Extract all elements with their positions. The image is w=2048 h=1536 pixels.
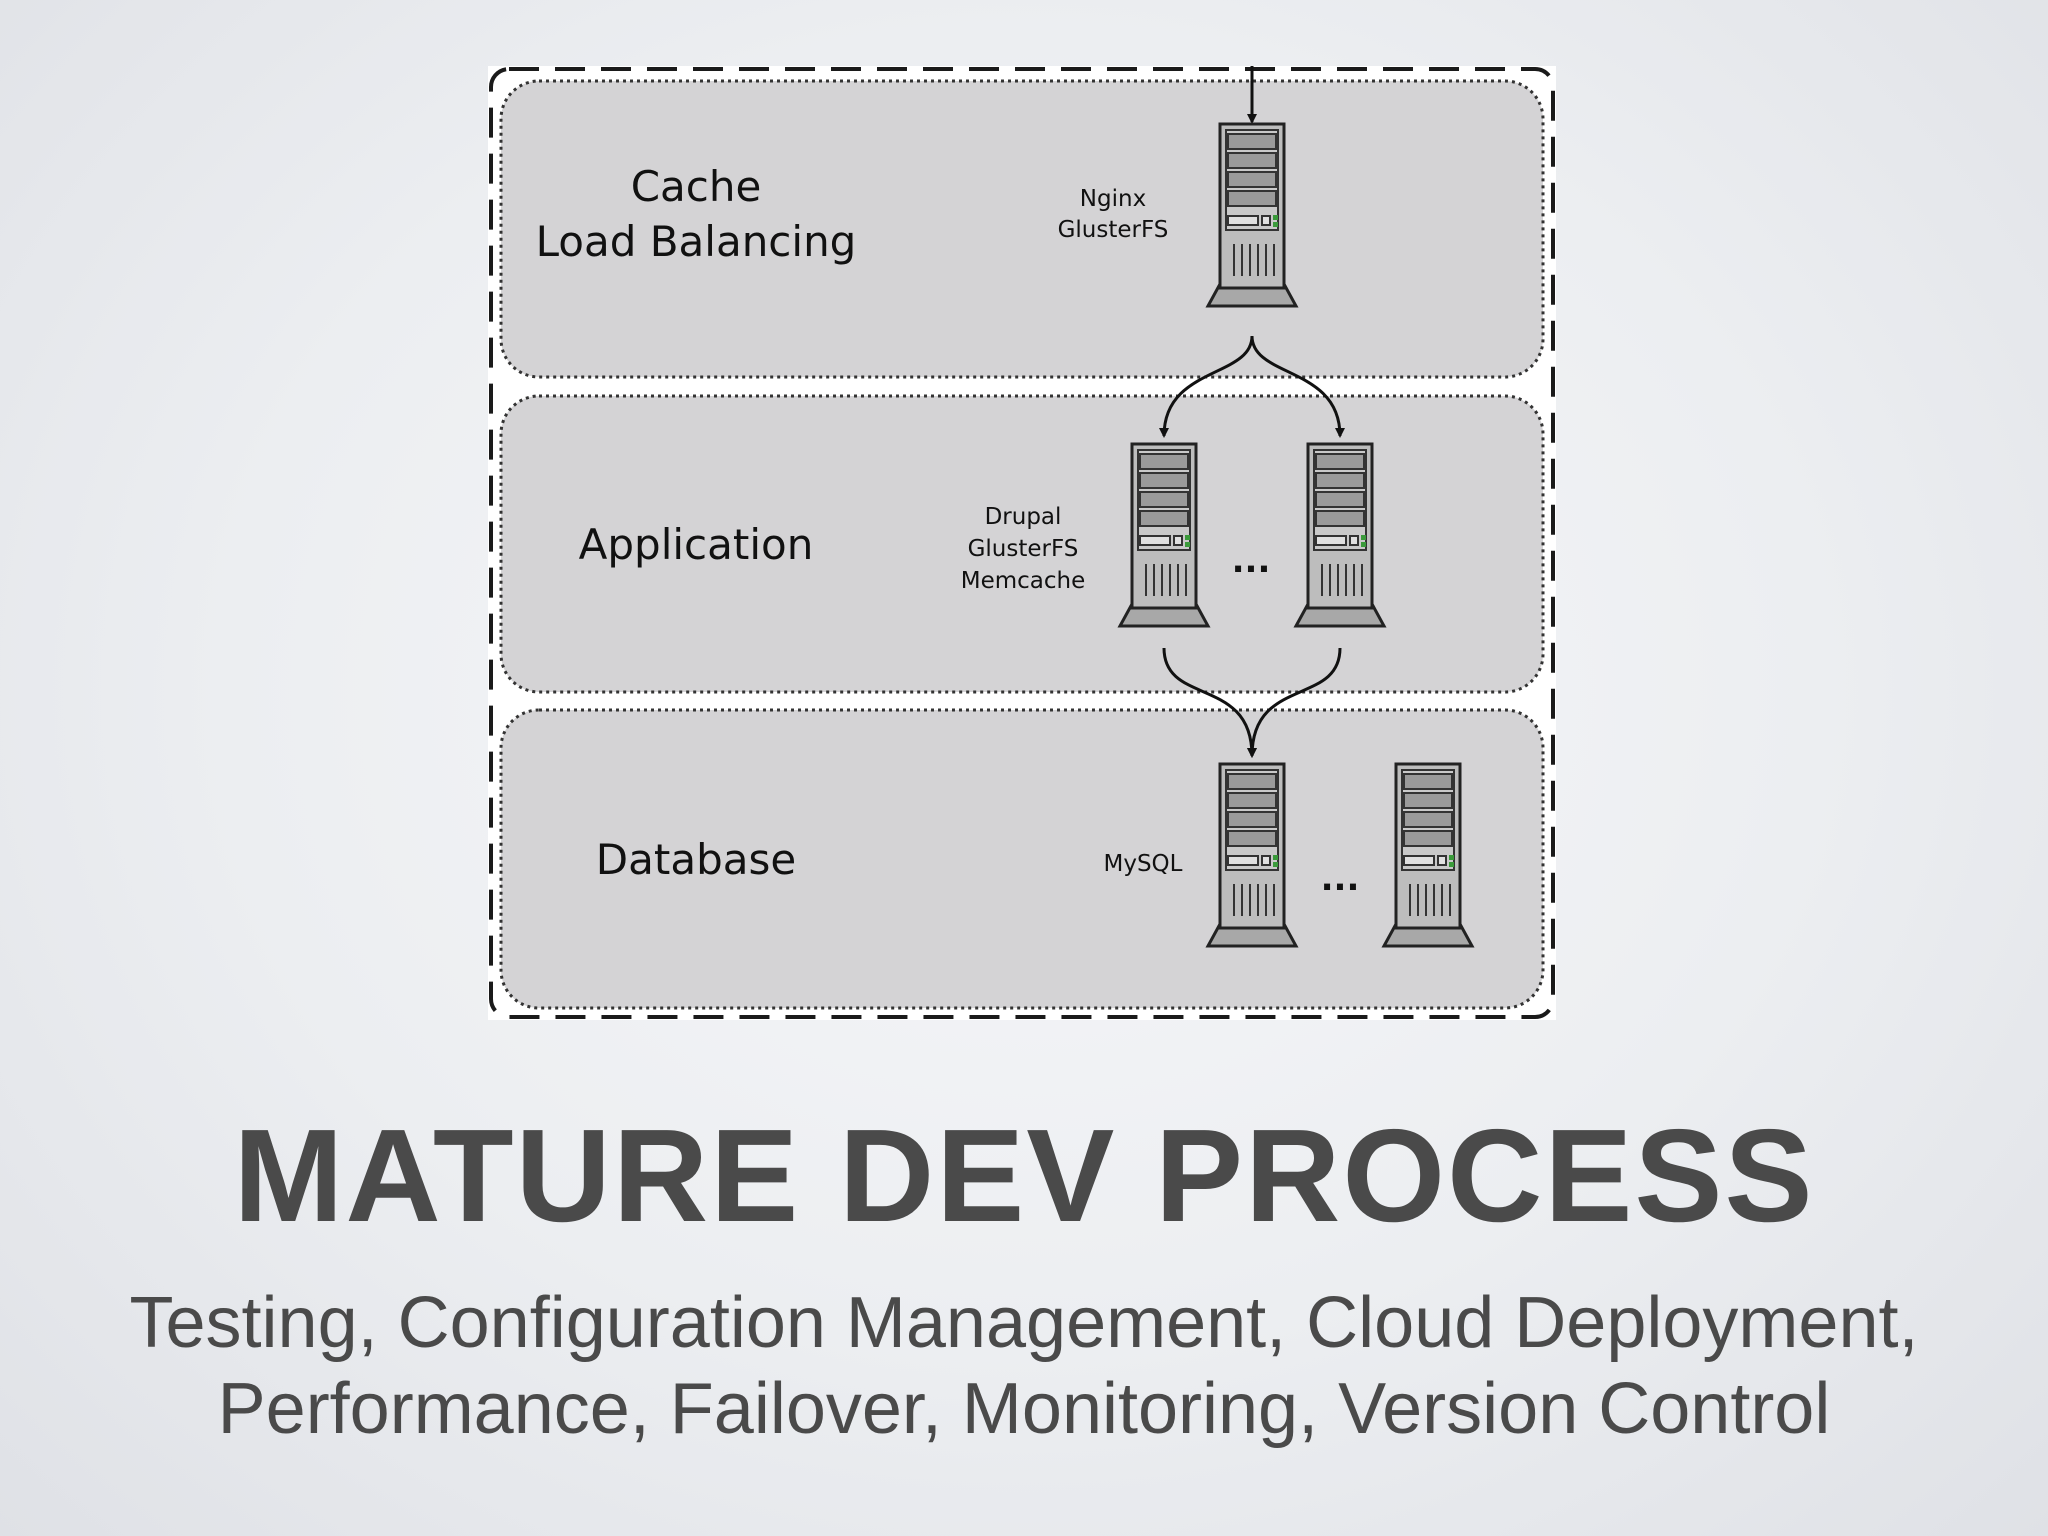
subtitle-line-1: Testing, Configuration Management, Cloud… xyxy=(129,1283,1919,1363)
tier-label-load-balancing: Load Balancing xyxy=(536,217,857,266)
subtitle-line-2: Performance, Failover, Monitoring, Versi… xyxy=(217,1369,1831,1449)
db-servers-ellipsis: ... xyxy=(1321,859,1360,899)
arrow-app1-to-db xyxy=(1162,647,1257,758)
server-mysql-1-icon xyxy=(1206,762,1298,948)
slide-title: MATURE DEV PROCESS xyxy=(233,1102,1815,1249)
tier-panel-application xyxy=(499,394,1545,694)
arrow-cache-to-app-1 xyxy=(1159,335,1254,438)
app-servers-ellipsis: ... xyxy=(1232,541,1271,581)
server-nginx-icon xyxy=(1206,122,1298,308)
server-drupal-1-icon xyxy=(1118,442,1210,628)
server-label-drupal: Drupal xyxy=(985,504,1062,530)
slide-subtitle: Testing, Configuration Management, Cloud… xyxy=(0,1280,2048,1452)
arrow-app2-to-db xyxy=(1247,647,1342,758)
tier-label-cache: Cache xyxy=(631,162,762,211)
server-label-glusterfs-app: GlusterFS xyxy=(968,536,1079,562)
server-label-memcache: Memcache xyxy=(961,568,1086,594)
tier-label-database: Database xyxy=(596,835,796,884)
server-label-mysql: MySQL xyxy=(1104,851,1183,877)
server-label-glusterfs-cache: GlusterFS xyxy=(1058,217,1169,243)
arrow-cache-to-app-2 xyxy=(1250,335,1345,438)
server-drupal-2-icon xyxy=(1294,442,1386,628)
architecture-diagram: Cache Load Balancing Application Databas… xyxy=(488,66,1556,1020)
server-label-nginx: Nginx xyxy=(1080,186,1146,212)
tier-label-application: Application xyxy=(579,520,814,569)
server-mysql-2-icon xyxy=(1382,762,1474,948)
